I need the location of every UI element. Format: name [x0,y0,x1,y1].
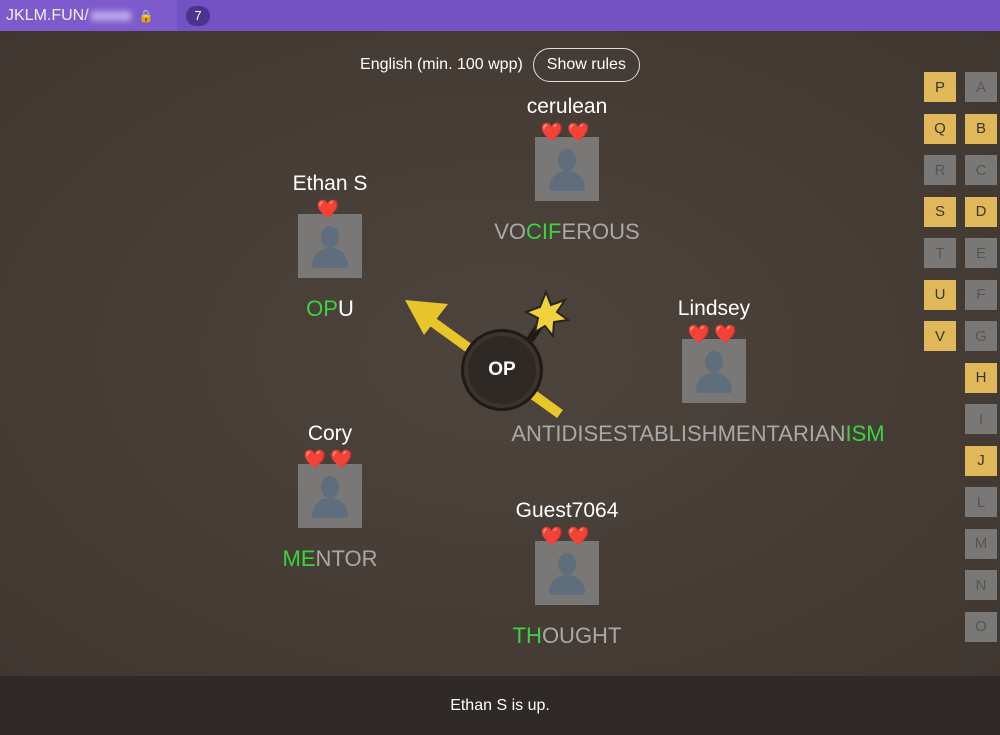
heart-icon: ❤️ [540,122,567,142]
lives: ❤️❤️ [594,323,834,345]
show-rules-button[interactable]: Show rules [532,48,640,82]
heart-icon: ❤️ [567,122,594,142]
word-segment: NTOR [315,546,378,571]
word-segment: VO [494,219,527,244]
letter-tile-S: S [924,196,956,227]
lives: ❤️ [210,198,450,220]
room-code-hidden [90,10,131,21]
status-bar: Ethan S is up. [0,676,1000,735]
fuse-spark-icon [523,289,571,343]
letter-tile-V: V [924,321,956,351]
word-segment: ANTIDISESTABLISHMENTARIAN [511,421,846,446]
word-segment: OUGHT [541,623,622,648]
lock-icon: 🔒 [138,8,154,23]
word-segment: U [337,296,354,321]
heart-icon: ❤️ [316,199,344,219]
player-count-badge[interactable]: 7 [186,5,210,26]
player-name: Ethan S [292,172,368,195]
letter-tile-B: B [965,113,997,144]
letter-tile-U: U [924,279,956,310]
letter-tile-L: L [965,487,997,517]
letter-tile-O: O [965,611,997,642]
letter-tile-A: A [965,72,997,102]
heart-icon: ❤️ [714,324,741,344]
player-name: Lindsey [677,297,751,320]
word-segment: EROUS [561,219,640,244]
avatar [682,339,746,403]
language-label: English (min. 100 wpp) [360,56,523,73]
heart-icon: ❤️ [540,526,567,546]
bomb: OP [461,329,543,411]
letter-tile-N: N [965,570,997,600]
lives: ❤️❤️ [447,525,687,547]
top-bar: JKLM.FUN/ 🔒 7 [0,0,1000,31]
syllable-prompt: OP [488,359,516,380]
room-prefix: JKLM.FUN/ [6,6,89,24]
letter-tile-P: P [924,72,956,102]
word-segment: ME [282,546,316,571]
rules-bar: English (min. 100 wpp) Show rules [0,48,1000,82]
lives: ❤️❤️ [447,121,687,143]
avatar [535,137,599,201]
status-text: Ethan S is up. [450,696,550,714]
word-segment: TH [512,623,542,648]
heart-icon: ❤️ [330,449,357,469]
letter-tile-E: E [965,238,997,268]
heart-icon: ❤️ [303,449,330,469]
player-name: cerulean [526,95,608,118]
heart-icon: ❤️ [687,324,714,344]
avatar [535,541,599,605]
letter-tile-H: H [965,362,997,393]
letter-tile-G: G [965,321,997,351]
letter-tile-D: D [965,196,997,227]
word-segment: ISM [845,421,885,446]
letter-tile-R: R [924,155,956,185]
letter-tile-Q: Q [924,113,956,144]
heart-icon: ❤️ [567,526,594,546]
avatar [298,214,362,278]
letter-tile-C: C [965,155,997,185]
letter-tile-I: I [965,404,997,434]
word-segment: OP [306,296,338,321]
player-name: Guest7064 [515,499,619,522]
letter-tile-T: T [924,238,956,268]
room-link[interactable]: JKLM.FUN/ 🔒 [0,0,177,31]
letter-tile-M: M [965,528,997,559]
avatar [298,464,362,528]
letter-tile-J: J [965,445,997,476]
lives: ❤️❤️ [210,448,450,470]
letter-tile-F: F [965,279,997,310]
word-segment: CIF [526,219,562,244]
player-name: Cory [307,422,353,445]
